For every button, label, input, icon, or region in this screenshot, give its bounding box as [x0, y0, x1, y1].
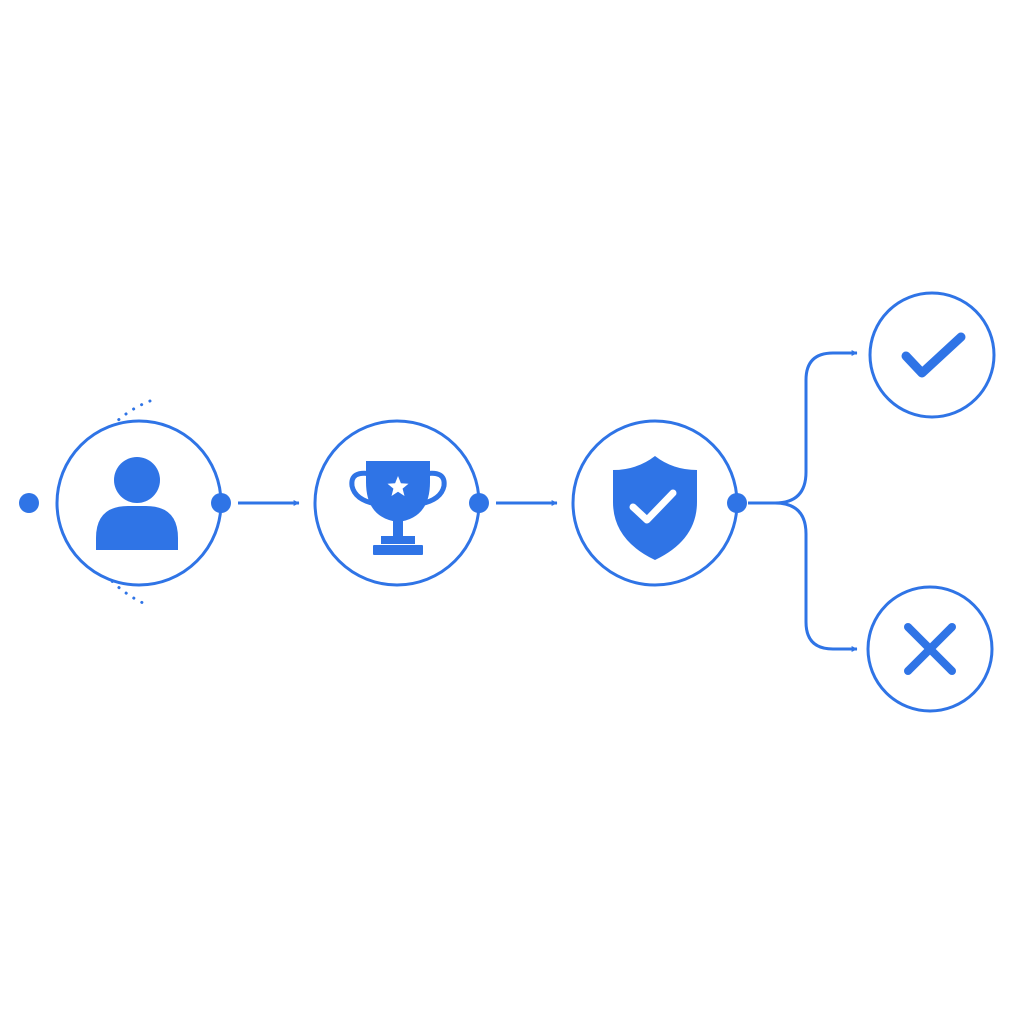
trophy-icon [349, 461, 447, 555]
node-user-ring [55, 419, 223, 587]
user-icon [96, 457, 178, 550]
node-shield-out-port [727, 493, 747, 513]
node-shield[interactable] [571, 419, 739, 587]
node-trophy[interactable] [313, 419, 481, 587]
node-approved-ring [868, 291, 996, 419]
edge-shield-to-rejected [774, 501, 858, 652]
node-trophy-out-port [469, 493, 489, 513]
node-user-out-port [211, 493, 231, 513]
input-port-dot [19, 493, 39, 513]
shield-check-icon [613, 456, 697, 560]
star-icon [387, 476, 409, 496]
node-user[interactable] [55, 419, 223, 587]
checkmark-icon [901, 332, 966, 378]
node-rejected[interactable] [866, 585, 994, 713]
edge-shield-to-approved [748, 350, 858, 505]
x-icon [904, 623, 956, 675]
node-approved[interactable] [868, 291, 996, 419]
